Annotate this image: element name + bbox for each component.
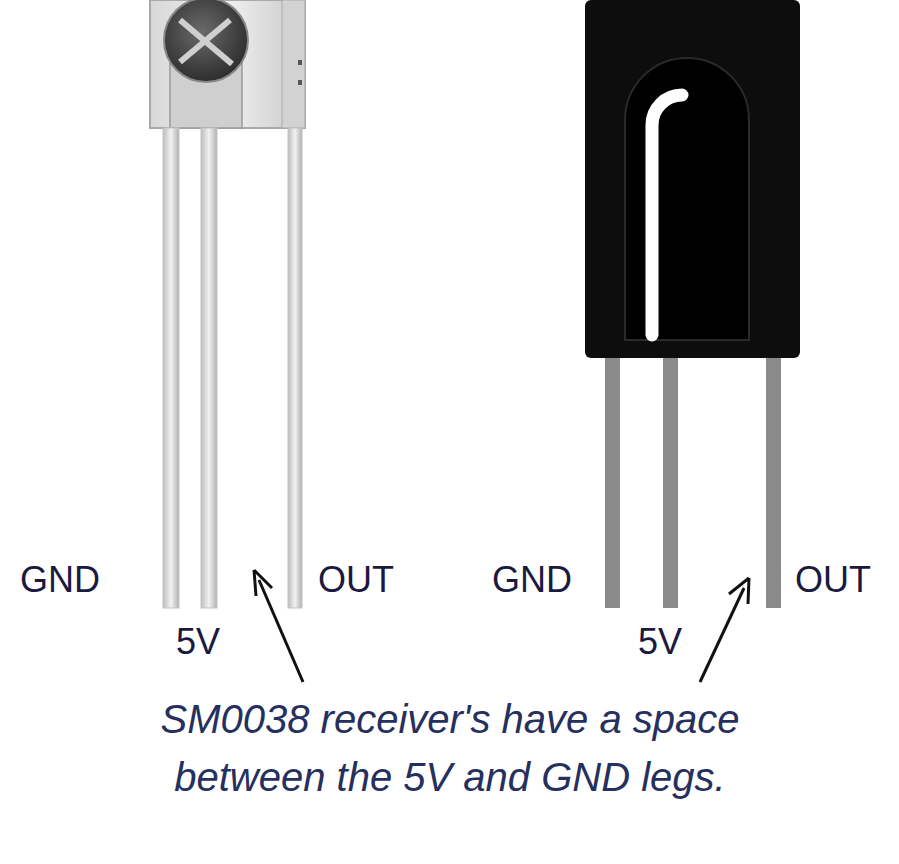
pin-label: 5V: [638, 622, 682, 662]
pointer-arrow: [700, 578, 749, 682]
pin-label: OUT: [318, 560, 394, 600]
note-text: SM0038 receiver's have a space between t…: [100, 690, 800, 806]
pin-label: GND: [492, 560, 572, 600]
pointer-arrow: [254, 570, 303, 682]
pin-label: 5V: [176, 622, 220, 662]
pin-label: OUT: [795, 560, 871, 600]
pin-label: GND: [20, 560, 100, 600]
sm0038-receiver: [150, 0, 305, 608]
ir-receiver: [585, 0, 800, 608]
